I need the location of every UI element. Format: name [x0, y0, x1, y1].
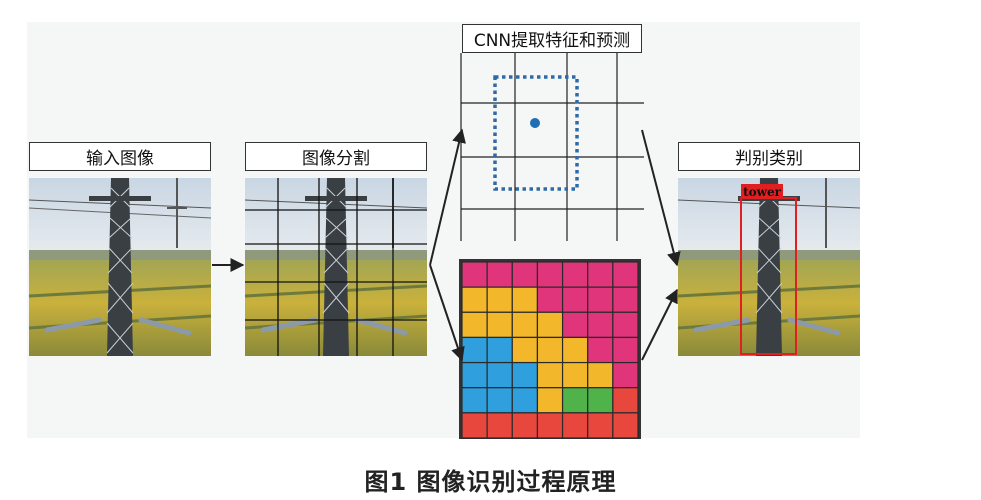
anchor-box	[493, 75, 579, 191]
heatmap-cell-blue	[486, 361, 513, 389]
figure-caption: 图1 图像识别过程原理	[364, 468, 617, 496]
heatmap-cell-magenta	[587, 311, 614, 339]
segmented-tower-photo	[245, 178, 427, 356]
heatmap-cell-magenta	[561, 261, 589, 288]
input-image	[29, 178, 211, 356]
heatmap-cell-blue	[461, 336, 488, 364]
heatmap-cell-yellow	[461, 286, 488, 313]
heatmap-cell-yellow	[536, 311, 564, 339]
heatmap-cell-red	[511, 412, 539, 439]
heatmap-cell-magenta	[587, 336, 614, 364]
heatmap-cell-yellow	[536, 361, 564, 389]
heatmap-cell-magenta	[561, 286, 589, 313]
heatmap-cell-magenta	[461, 261, 488, 288]
heatmap-cell-magenta	[486, 261, 513, 288]
heatmap-cell-yellow	[587, 361, 614, 389]
heatmap-cell-red	[612, 387, 639, 414]
heatmap-cell-magenta	[612, 361, 639, 389]
classified-image: tower	[678, 178, 860, 356]
heatmap-cell-red	[587, 412, 614, 439]
heatmap-cell-yellow	[511, 286, 539, 313]
heatmap-cell-yellow	[511, 336, 539, 364]
heatmap-cell-yellow	[511, 311, 539, 339]
detection-tag: tower	[743, 185, 782, 199]
heatmap-cell-red	[461, 412, 488, 439]
class-probability-map	[459, 259, 641, 439]
heatmap-cell-yellow	[536, 336, 564, 364]
heatmap-cell-magenta	[561, 311, 589, 339]
heatmap-cell-blue	[511, 387, 539, 414]
heatmap-cell-yellow	[561, 336, 589, 364]
heatmap-cell-magenta	[587, 261, 614, 288]
heatmap-cell-magenta	[511, 261, 539, 288]
heatmap-cell-magenta	[587, 286, 614, 313]
heatmap-cell-blue	[486, 387, 513, 414]
segment-image-label: 图像分割	[245, 142, 427, 171]
detection-tag-bg	[741, 184, 783, 199]
heatmap-cell-magenta	[612, 286, 639, 313]
heatmap-cell-blue	[461, 387, 488, 414]
heatmap-cell-green	[561, 387, 589, 414]
heatmap-cell-red	[536, 412, 564, 439]
segmentation-grid	[245, 178, 427, 356]
heatmap-cell-yellow	[461, 311, 488, 339]
heatmap-cell-yellow	[536, 387, 564, 414]
input-image-label: 输入图像	[29, 142, 211, 171]
cnn-feature-label: CNN提取特征和预测	[462, 24, 642, 53]
heatmap-cell-green	[587, 387, 614, 414]
heatmap-cell-red	[486, 412, 513, 439]
tower-photo	[29, 178, 211, 356]
heatmap-cell-magenta	[612, 261, 639, 288]
heatmap-cell-red	[561, 412, 589, 439]
heatmap-cell-red	[612, 412, 639, 439]
heatmap-cell-blue	[486, 336, 513, 364]
heatmap-cell-yellow	[561, 361, 589, 389]
center-point	[530, 118, 540, 128]
heatmap-cell-magenta	[612, 311, 639, 339]
cnn-feature-grid	[460, 53, 644, 241]
heatmap-cell-magenta	[536, 261, 564, 288]
heatmap-cell-yellow	[486, 311, 513, 339]
heatmap-cell-blue	[461, 361, 488, 389]
heatmap-cell-blue	[511, 361, 539, 389]
classify-label: 判别类别	[678, 142, 860, 171]
heatmap-cell-yellow	[486, 286, 513, 313]
heatmap-cell-magenta	[536, 286, 564, 313]
heatmap-cell-magenta	[612, 336, 639, 364]
classified-tower-photo: tower	[678, 178, 860, 356]
segmented-image	[245, 178, 427, 356]
